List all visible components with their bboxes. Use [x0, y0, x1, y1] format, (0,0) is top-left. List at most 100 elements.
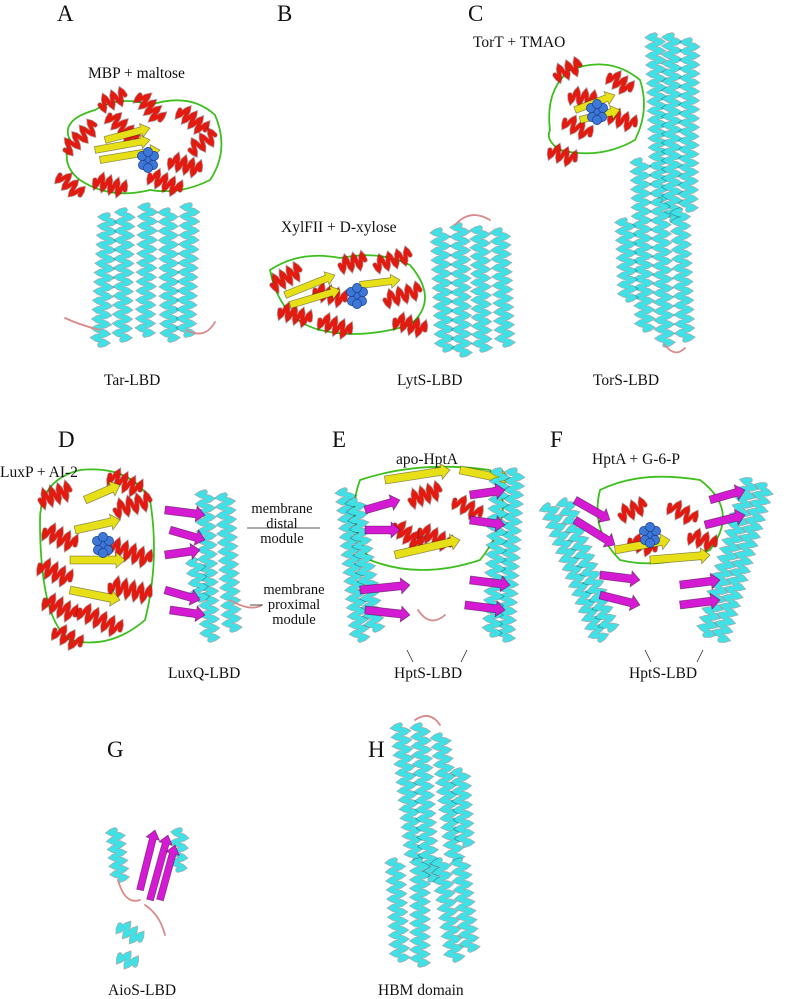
- helix-b-xyl-1: [277, 302, 313, 328]
- domain-label-e: HptS-LBD: [394, 665, 463, 682]
- helix-g-aios-3: [116, 951, 139, 969]
- panel-letter-g: G: [107, 737, 124, 762]
- loop-h-pink: [414, 715, 441, 726]
- tick-f-1: [644, 649, 652, 663]
- loop-g-pink: [117, 879, 166, 936]
- helix-d-luxq-1: [215, 493, 242, 632]
- loop-f-green: [596, 475, 724, 565]
- helix-a-tar-4: [176, 203, 200, 337]
- loop-b-green: [269, 254, 426, 335]
- panel-letter-c: C: [468, 1, 484, 26]
- strand-d-luxp-1: [69, 551, 126, 569]
- strand-a-mbp-2: [103, 122, 151, 144]
- distal-line-2: distal: [266, 516, 298, 533]
- helix-b-xyl-7: [338, 250, 367, 275]
- helix-f-hpts-3: [697, 477, 758, 638]
- strand-e-hpts-0: [363, 494, 401, 515]
- helix-c-tort-0: [553, 56, 582, 84]
- helix-a-mbp-5: [146, 168, 184, 197]
- helix-c-tors-6: [615, 218, 638, 302]
- helix-f-hpta-3: [687, 528, 718, 552]
- helix-b-lyts-2: [470, 226, 492, 352]
- ligand-a-atom-6: [143, 163, 153, 173]
- helix-a-tar-3: [158, 208, 180, 342]
- helix-c-tors-5: [670, 208, 695, 342]
- helix-f-hpts-0: [539, 503, 609, 642]
- ligand-label-d: LuxP + AI-2: [0, 464, 78, 481]
- strand-f-hpts-4: [708, 484, 746, 505]
- distal-line-1: membrane: [251, 501, 313, 517]
- strand-e-hpts-3: [364, 605, 411, 623]
- helix-a-mbp-0: [63, 119, 97, 156]
- helix-d-luxp-8: [76, 603, 124, 637]
- loop-e-pink: [417, 609, 446, 622]
- ligand-c-atom-6: [592, 115, 602, 125]
- ligand-label-c: TorT + TMAO: [473, 34, 566, 51]
- helix-d-luxp-7: [107, 576, 153, 604]
- ligand-label-b: XylFII + D-xylose: [281, 219, 397, 236]
- helix-a-mbp-9: [104, 112, 141, 143]
- strand-b-xyl-2: [359, 273, 401, 289]
- helix-f-hpta-2: [666, 500, 699, 525]
- helix-c-tors-1: [662, 33, 682, 222]
- strand-d-luxq-4: [168, 604, 206, 623]
- strand-a-mbp-0: [93, 133, 151, 154]
- helix-h-hbm-3: [450, 768, 475, 847]
- domain-label-g: AioS-LBD: [108, 982, 177, 999]
- helix-d-luxp-0: [38, 480, 72, 510]
- helix-b-lyts-3: [490, 228, 515, 347]
- helix-h-hbm-4: [385, 858, 410, 962]
- helix-a-tar-0: [90, 213, 118, 347]
- helix-c-tors-2: [678, 38, 700, 212]
- helix-g-aios-0: [106, 828, 129, 882]
- domain-label-a: Tar-LBD: [104, 372, 161, 389]
- strand-d-luxp-0: [73, 513, 121, 535]
- helix-b-xyl-6: [392, 312, 428, 338]
- helix-d-luxq-0: [195, 490, 220, 642]
- strand-e-hpta-1: [393, 533, 461, 560]
- strand-b-xyl-0: [283, 271, 336, 299]
- strand-d-luxq-3: [163, 585, 201, 606]
- helix-e-hpta-2: [451, 495, 484, 520]
- domain-label-f: HptS-LBD: [629, 665, 698, 682]
- strand-d-luxp-2: [68, 585, 121, 607]
- helix-a-mbp-4: [188, 128, 217, 157]
- ligand-label-e: apo-HptA: [396, 451, 458, 468]
- helix-d-luxp-5: [113, 490, 152, 520]
- strand-f-hpts-2: [599, 569, 641, 588]
- helix-g-aios-1: [169, 828, 189, 872]
- helix-d-luxp-9: [51, 625, 84, 650]
- distal-line-3: module: [260, 531, 304, 548]
- domain-label-h: HBM domain: [378, 982, 464, 999]
- helix-a-tar-2: [135, 203, 158, 337]
- domain-label-b: LytS-LBD: [397, 372, 463, 389]
- panel-letter-h: H: [368, 737, 385, 762]
- strand-f-hpts-5: [703, 508, 746, 530]
- panel-letter-f: F: [550, 427, 563, 452]
- ligand-label-f: HptA + G-6-P: [592, 451, 680, 468]
- strand-e-hpts-4: [468, 482, 506, 501]
- helix-e-hpts-2: [495, 468, 525, 642]
- domain-label-d: LuxQ-LBD: [168, 665, 241, 682]
- panel-letter-b: B: [277, 1, 293, 26]
- panel-letter-e: E: [332, 427, 347, 452]
- strand-e-hpts-2: [359, 577, 411, 595]
- loop-d-pink: [229, 599, 263, 609]
- helix-a-mbp-2: [133, 93, 167, 122]
- proximal-line-2: proximal: [267, 597, 321, 614]
- proximal-module-label: membrane proximal module: [258, 582, 330, 629]
- helix-h-hbm-7: [450, 858, 480, 952]
- helix-a-mbp-8: [167, 152, 203, 178]
- loop-a-pink-1: [64, 317, 101, 331]
- helix-a-mbp-1: [98, 86, 127, 114]
- ligand-b-atom-6: [352, 299, 362, 309]
- proximal-line-1: membrane: [263, 582, 325, 598]
- helix-a-mbp-3: [175, 105, 210, 135]
- helix-f-hpta-0: [618, 496, 647, 524]
- helix-b-xyl-3: [317, 312, 353, 340]
- helix-h-hbm-6: [430, 858, 465, 962]
- strand-f-hpts-0: [572, 495, 611, 524]
- strand-e-hpts-6: [469, 574, 511, 593]
- ligand-d-atom-5: [98, 532, 108, 542]
- strand-d-luxp-3: [82, 480, 121, 505]
